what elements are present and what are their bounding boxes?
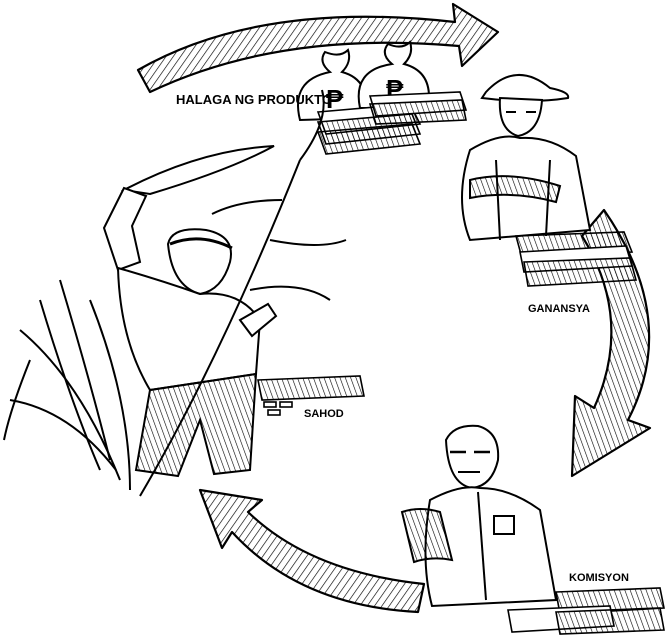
cycle-arrow-bottom	[200, 490, 424, 612]
cash-stack-icon	[516, 232, 636, 286]
label-wage: SAHOD	[304, 408, 344, 420]
middleman-figure	[402, 426, 556, 606]
label-product-value: HALAGA NG PRODUKTO	[176, 92, 332, 107]
sugarcane-worker	[104, 146, 276, 476]
label-profit: GANANSYA	[528, 303, 590, 315]
landowner-figure	[462, 75, 590, 240]
hat-icon	[482, 75, 568, 101]
machete-icon	[124, 146, 274, 194]
label-commission: KOMISYON	[569, 572, 629, 584]
